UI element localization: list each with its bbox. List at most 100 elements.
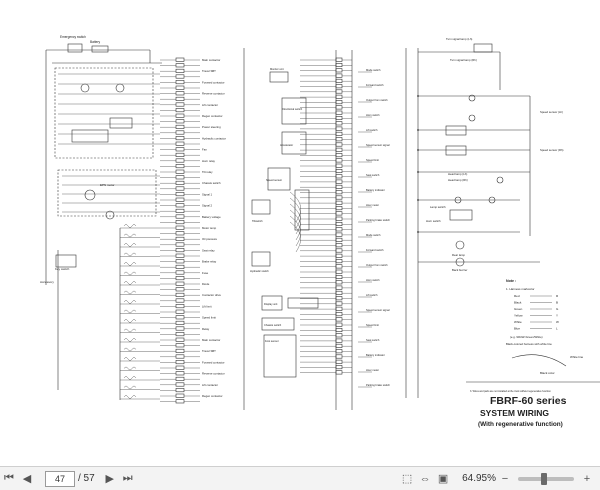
zoom-out-icon[interactable]: − [501, 472, 509, 485]
signal-label: Main contactor [202, 338, 220, 342]
eps-motor-label: EPS motor [100, 183, 115, 187]
accelerator-label: Accelerator [280, 143, 293, 147]
connector-pin [175, 208, 185, 213]
junction-dot [417, 199, 419, 201]
speed-sensor-box [267, 167, 291, 191]
middle-connector-pin [335, 73, 343, 78]
page-total: / 57 [78, 473, 95, 484]
connector-pin [175, 259, 185, 264]
connector-pin [175, 108, 185, 113]
middle-connector-pin [335, 312, 343, 317]
zoom-slider[interactable] [518, 472, 574, 485]
signal-label: Speed sensor signal [366, 308, 390, 312]
harness-color-name: Black [514, 301, 522, 305]
signal-label: Fuse [202, 271, 209, 275]
connector-pin [175, 164, 185, 169]
connector-pin [175, 63, 185, 68]
page-number-input[interactable]: 47 [45, 470, 75, 487]
middle-connector-pin [335, 195, 343, 200]
connector-pin [175, 365, 185, 370]
relay-coil [123, 243, 137, 247]
signal-label: Chassis switch [202, 181, 221, 185]
viewer-toolbar: ⏮ ◀ 47 / 57 ▶ ⏭ ⬚ ⇔ ▣ 64.95% − + [0, 466, 600, 490]
harness-color-code: Y [556, 314, 558, 318]
first-page-icon[interactable]: ⏮ [4, 472, 14, 484]
middle-connector-pin [335, 169, 343, 174]
middle-connector-pin [335, 142, 343, 147]
middle-connector-pin [335, 227, 343, 232]
relay-coil [123, 290, 137, 295]
harness-color-code: G [556, 307, 559, 311]
harness-color-code: W [556, 320, 559, 324]
middle-connector-pin [335, 179, 343, 184]
display-unit-label: Display unit [264, 302, 278, 306]
connector-pin [175, 270, 185, 275]
connector-pin [175, 214, 185, 219]
middle-connector-pin [335, 264, 343, 269]
diagram-subtitle: SYSTEM WIRING [480, 408, 549, 418]
last-page-icon[interactable]: ⏭ [122, 472, 133, 484]
harness-color-code: B [556, 301, 558, 305]
zoom-in-icon[interactable]: + [583, 472, 591, 485]
connector-pin [175, 332, 185, 337]
connector-pin [175, 169, 185, 174]
connector-pin [175, 382, 185, 387]
directional-switch-box [281, 97, 307, 125]
middle-connector-pin [335, 206, 343, 211]
signal-label: Signal 1 [202, 192, 213, 196]
accessory-label: Accessory [40, 280, 54, 284]
middle-connector-pin [335, 232, 343, 237]
signal-label: Speed limit [366, 158, 379, 162]
key-switch-label: Key switch [55, 267, 70, 271]
fit-page-icon[interactable]: ⬚ [401, 473, 413, 485]
next-page-icon[interactable]: ▶ [105, 473, 114, 485]
zoom-slider-knob[interactable] [540, 472, 547, 485]
signal-label: Speed limit [202, 316, 216, 320]
connector-pin [175, 197, 185, 202]
ribbon-cable [289, 209, 301, 241]
signal-label: Hour meter [366, 368, 379, 372]
middle-connector-pin [335, 94, 343, 99]
relay-coil [123, 300, 137, 304]
lamp-circle [496, 176, 504, 184]
turn-signal-box [473, 43, 493, 53]
speed-sensor-label: Speed sensor [266, 178, 282, 182]
connector-pin [175, 175, 185, 180]
middle-connector-pin [335, 290, 343, 295]
motor-circle [115, 83, 125, 93]
middle-connector-pin [335, 105, 343, 110]
harness-color-name: Blue [514, 327, 520, 331]
middle-connector-pin [335, 306, 343, 311]
note-item-2: Black-colored harness with white line [506, 342, 552, 346]
relay-coil [123, 376, 137, 380]
connector-pin [175, 264, 185, 269]
battery-label: Battery [90, 40, 101, 44]
signal-label: Contactor drive [202, 293, 221, 297]
fit-width-icon[interactable]: ⇔ [419, 472, 431, 485]
middle-connector-pin [335, 338, 343, 343]
signal-label: Lift contactor [202, 383, 218, 387]
actual-size-icon[interactable]: ▣ [437, 473, 449, 485]
junction-dot [417, 149, 419, 151]
diagram-title: FBRF-60 series [490, 395, 567, 407]
signal-label: Main contactor [202, 58, 220, 62]
emergency-switch-label: Emergency switch [60, 35, 86, 39]
signal-label: Speed sensor signal [366, 143, 390, 147]
connector-pin [175, 393, 185, 398]
middle-connector-pin [335, 343, 343, 348]
diagram-subtitle-2: (With regenerative function) [478, 421, 563, 428]
zoom-level: 64.95% [462, 473, 496, 484]
note-item-1: 1. Harness markcolor [506, 287, 535, 291]
middle-connector-pin [335, 237, 343, 242]
middle-connector-pin [335, 322, 343, 327]
prev-page-icon[interactable]: ◀ [22, 473, 32, 485]
middle-connector-pin [335, 184, 343, 189]
relay-coil [123, 366, 137, 371]
signal-label: Battery indicator [366, 188, 385, 192]
signal-label: Forward contactor [202, 80, 225, 84]
middle-connector-pin [335, 253, 343, 258]
relay-coil [123, 338, 137, 342]
middle-connector-pin [335, 57, 343, 62]
